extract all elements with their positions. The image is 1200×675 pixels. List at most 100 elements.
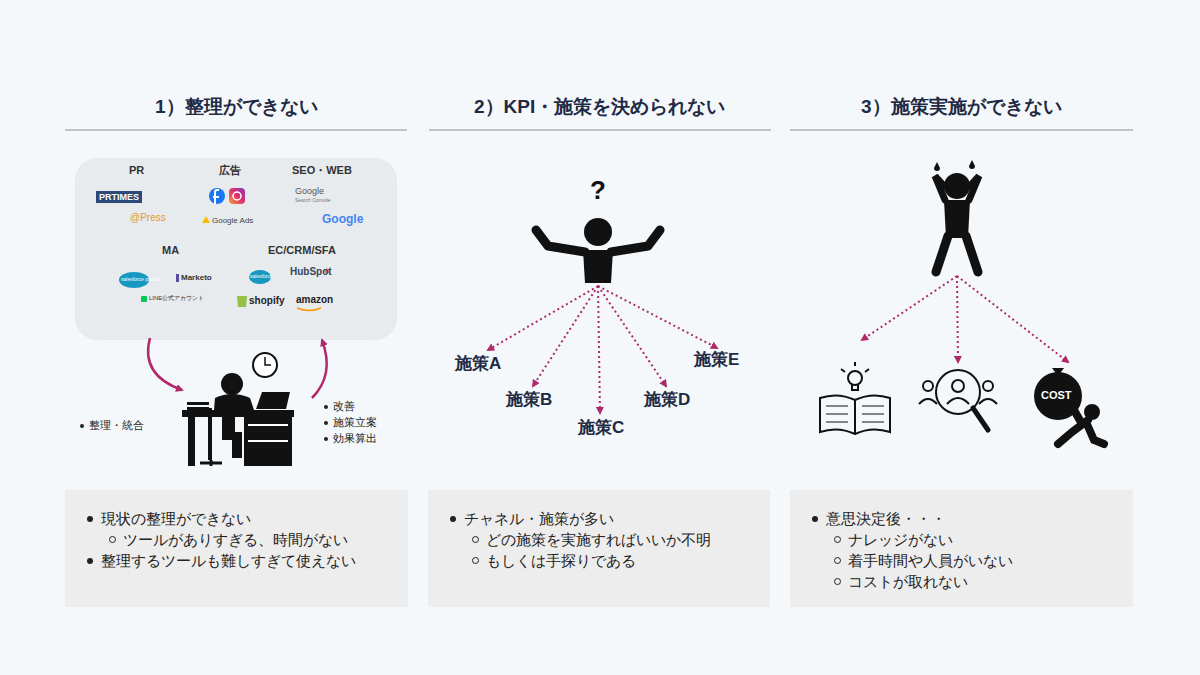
desk-worker-part <box>244 417 292 466</box>
bullet-row: 整理するツールも難しすぎて使えない <box>85 550 394 571</box>
choice-arrows-part <box>598 286 666 386</box>
cost-bag-part <box>1058 410 1104 444</box>
tool-panel <box>75 158 397 340</box>
logo-text: salesforce <box>250 274 273 280</box>
bullet-text: ナレッジがない <box>848 531 953 548</box>
tool-logos-part <box>237 296 247 307</box>
clock-part <box>265 357 271 365</box>
logo-text: @Press <box>130 212 166 224</box>
bullet-dot <box>450 516 456 522</box>
category-name: MA <box>162 244 179 257</box>
tool-logos-part <box>213 190 219 204</box>
logo-text: LINE公式アカウント <box>149 295 204 302</box>
desk-worker-part <box>248 440 288 442</box>
confused-person <box>536 218 660 283</box>
knowledge-book-part <box>841 362 869 390</box>
choice-arrows <box>488 286 717 413</box>
bullet-dot <box>812 516 818 522</box>
desk-worker-part <box>188 417 195 466</box>
question-mark: ? <box>590 176 606 206</box>
stressed-person-part <box>936 236 978 272</box>
tool-logos-part <box>202 216 210 223</box>
bullet-text: コストが取れない <box>848 573 968 590</box>
desk-worker-part <box>214 394 254 410</box>
flow-arrows <box>148 338 327 398</box>
column-heading: 1）整理ができない <box>155 96 318 118</box>
task-note: 改善 <box>324 400 355 413</box>
choice-arrows-part <box>598 286 600 413</box>
bullet-text: 着手時間や人員がいない <box>848 552 1013 569</box>
task-note: 整理・統合 <box>80 419 144 432</box>
action-arrows-part <box>957 276 1068 362</box>
desk-worker-part <box>221 373 243 395</box>
staff-search-part <box>973 408 988 430</box>
desk-worker-part <box>222 410 242 458</box>
logo-text: PRTIMES <box>96 191 142 203</box>
staff-search <box>919 370 997 430</box>
staff-search-part <box>923 381 933 391</box>
column-heading: 3）施策実施ができない <box>861 96 1062 118</box>
tool-logos-part <box>297 308 321 311</box>
logo-text: Google <box>322 213 363 227</box>
logo-text: Google Ads <box>212 216 253 225</box>
action-arrows-part <box>862 276 957 340</box>
stressed-person-part <box>935 176 979 200</box>
bullet-row: 現状の整理ができない <box>85 508 394 529</box>
problem-box: 現状の整理ができないツールがありすぎる、時間がない整理するツールも難しすぎて使え… <box>65 490 408 607</box>
bullet-row: どの施策を実施すればいいか不明 <box>448 529 756 550</box>
confused-person-part <box>584 218 612 246</box>
tool-logos-part <box>209 188 225 204</box>
bullet-row: もしくは手探りである <box>448 550 756 571</box>
knowledge-book-part <box>854 400 856 434</box>
desk-worker-part <box>182 410 294 417</box>
stressed-person-part <box>944 173 970 199</box>
option-label: 施策B <box>506 390 552 410</box>
logo-text: HubSpot <box>290 266 332 278</box>
stressed-person-part <box>934 160 975 171</box>
choice-arrows-part <box>533 286 598 386</box>
heading-rules-part <box>429 130 771 131</box>
tool-logos-part <box>229 188 245 204</box>
tool-logos-part <box>233 192 241 200</box>
bullet-row: 着手時間や人員がいない <box>810 550 1119 571</box>
option-label: 施策E <box>694 350 739 370</box>
desk-worker-part <box>187 407 209 410</box>
staff-search-part <box>979 399 997 404</box>
confused-person-part <box>536 230 585 252</box>
flow-arrows-part <box>148 338 182 390</box>
clock-part <box>253 353 277 377</box>
choice-arrows-part <box>598 286 717 348</box>
bullet-row: 意思決定後・・・ <box>810 508 1119 529</box>
tool-panel-part <box>75 158 397 340</box>
confused-person-part <box>611 230 660 252</box>
sub-bullet <box>834 557 841 564</box>
clock <box>253 353 277 377</box>
column-heading: 2）KPI・施策を決められない <box>474 96 725 118</box>
choice-arrows-part <box>488 286 598 350</box>
task-note: 施策立案 <box>324 416 377 429</box>
bullet-text: 現状の整理ができない <box>101 510 251 527</box>
bullet-row: ツールがありすぎる、時間がない <box>85 529 394 550</box>
heading-rules-part <box>790 130 1133 131</box>
option-label: 施策A <box>455 354 501 374</box>
desk-worker-part <box>248 424 288 426</box>
category-name: 広告 <box>219 164 241 177</box>
category-name: PR <box>129 164 144 177</box>
logo-text: shopify <box>249 295 285 307</box>
bullet-dot <box>87 558 93 564</box>
staff-search-part <box>983 381 993 391</box>
option-label: 施策C <box>578 418 624 438</box>
staff-search-part <box>947 398 969 404</box>
desk-worker-part <box>256 392 290 409</box>
task-note: 効果算出 <box>324 432 377 445</box>
logo-text: salesforce pardot <box>121 277 159 283</box>
bullet-text: どの施策を実施すればいいか不明 <box>486 531 711 548</box>
flow-arrows-part <box>312 340 327 398</box>
logo-text: amazon <box>296 294 333 306</box>
sub-bullet <box>109 536 116 543</box>
sub-bullet <box>472 536 479 543</box>
knowledge-book-part <box>826 406 884 422</box>
bullet-row: コストが取れない <box>810 571 1119 592</box>
sub-bullet <box>834 536 841 543</box>
